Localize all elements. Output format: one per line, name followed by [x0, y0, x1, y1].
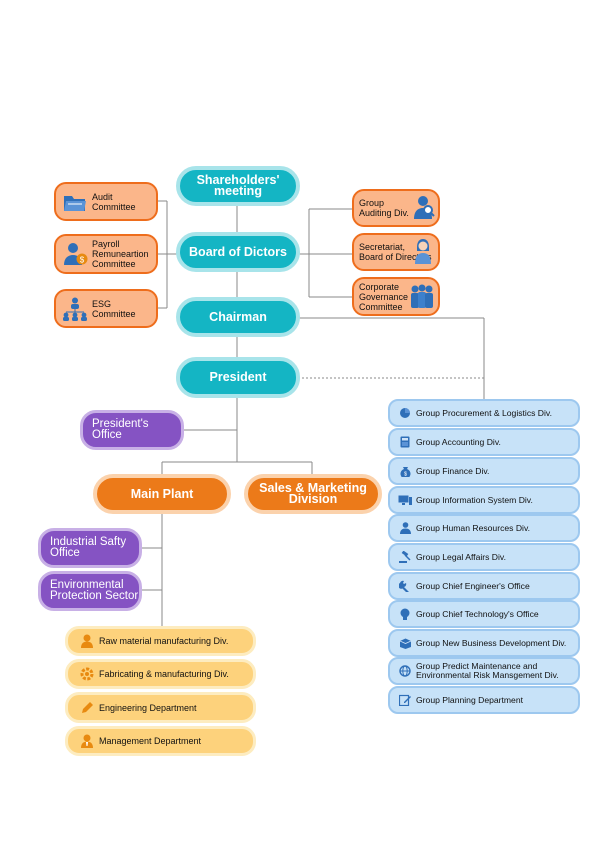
group-division-predict-maintenance: Group Predict Maintenance and Environmen…: [388, 657, 580, 685]
plant-division-management: Management Department: [65, 726, 256, 756]
secretary-woman-icon: [414, 238, 432, 266]
group-division-planning: Group Planning Department: [388, 686, 580, 714]
chairman-label: Chairman: [209, 309, 267, 324]
main-plant-label: Main Plant: [130, 486, 194, 501]
sales-marketing-label: Sales & Marketing Division: [259, 481, 367, 506]
main-plant-box: Main Plant: [93, 474, 231, 514]
group-division-human-resources: Group Human Resources Div.: [388, 514, 580, 542]
gavel-icon: [398, 551, 412, 563]
shareholders-meeting-label: Shareholders' meeting: [196, 173, 280, 198]
group-division-label: Group Human Resources Div.: [416, 522, 530, 533]
esg-committee-label: ESG Committee: [92, 298, 136, 319]
calculator-icon: [398, 436, 412, 448]
group-division-finance: $ Group Finance Div.: [388, 457, 580, 485]
industrial-safety-office-box: Industrial Safty Office: [38, 528, 142, 568]
group-auditing-label: Group Auditing Div.: [359, 198, 409, 218]
group-division-procurement: Group Procurement & Logistics Div.: [388, 399, 580, 427]
president-box: President: [176, 357, 300, 398]
presidents-office-label: President's Office: [92, 418, 149, 441]
group-division-label: Group Finance Div.: [416, 465, 490, 476]
box-icon: [398, 638, 412, 649]
group-division-label: Group Legal Affairs Div.: [416, 551, 506, 562]
president-label: President: [209, 370, 267, 384]
folder-icon: [60, 192, 90, 212]
lightbulb-icon: [398, 608, 412, 621]
manager-icon: [78, 734, 96, 748]
industrial-safety-office-label: Industrial Safty Office: [50, 536, 127, 559]
group-division-information-system: Group Information System Div.: [388, 486, 580, 514]
plant-division-label: Raw material manufacturing Div.: [99, 636, 229, 646]
audit-committee-box: Audit Committee: [54, 182, 158, 221]
secretariat-box: Secretariat, Board of Directors: [352, 233, 440, 271]
board-of-directors-box: Board of Dictors: [176, 232, 300, 272]
wrench-icon: [398, 580, 412, 592]
board-of-directors-label: Board of Dictors: [189, 244, 287, 259]
group-division-accounting: Group Accounting Div.: [388, 428, 580, 456]
group-division-label: Group New Business Development Div.: [416, 637, 567, 648]
presidents-office-box: President's Office: [80, 410, 184, 450]
group-division-legal-affairs: Group Legal Affairs Div.: [388, 543, 580, 571]
group-division-new-business: Group New Business Development Div.: [388, 629, 580, 657]
magnifier-person-icon: [413, 195, 435, 221]
payroll-person-icon: $: [60, 242, 90, 266]
computer-icon: [398, 495, 412, 506]
payroll-committee-label: Payroll Remuneartion Committee: [92, 239, 149, 269]
plant-division-raw-material: Raw material manufacturing Div.: [65, 626, 256, 656]
svg-text:$: $: [80, 256, 85, 265]
chairman-box: Chairman: [176, 297, 300, 337]
sales-marketing-box: Sales & Marketing Division: [244, 474, 382, 514]
group-division-label: Group Information System Div.: [416, 494, 533, 505]
group-division-label: Group Procurement & Logistics Div.: [416, 407, 552, 418]
money-bag-icon: $: [398, 465, 412, 477]
plant-division-label: Management Department: [99, 736, 202, 746]
shareholders-meeting-box: Shareholders' meeting: [176, 166, 300, 206]
person-icon: [398, 522, 412, 534]
group-division-chief-technology: Group Chief Technology's Office: [388, 600, 580, 628]
gear-icon: [78, 667, 96, 681]
group-auditing-box: Group Auditing Div.: [352, 189, 440, 227]
group-division-label: Group Chief Technology's Office: [416, 608, 539, 619]
payroll-committee-box: $ Payroll Remuneartion Committee: [54, 234, 158, 274]
worker-icon: [78, 634, 96, 648]
org-people-icon: [60, 297, 90, 321]
plant-division-engineering: Engineering Department: [65, 692, 256, 723]
group-division-label: Group Predict Maintenance and Environmen…: [416, 661, 559, 680]
pencil-icon: [78, 701, 96, 715]
corporate-governance-box: Corporate Governance Committee: [352, 277, 440, 316]
group-division-label: Group Planning Department: [416, 694, 524, 705]
environmental-protection-box: Environmental Protection Sector: [38, 571, 142, 611]
plant-division-fabricating: Fabricating & manufacturing Div.: [65, 659, 256, 689]
environmental-protection-label: Environmental Protection Sector: [50, 579, 139, 602]
pie-chart-icon: [398, 407, 412, 419]
globe-icon: [398, 665, 412, 677]
secretariat-label: Secretariat, Board of Directors: [359, 242, 432, 262]
document-edit-icon: [398, 694, 412, 706]
plant-division-label: Fabricating & manufacturing Div.: [99, 669, 229, 679]
group-division-label: Group Accounting Div.: [416, 436, 501, 447]
group-division-chief-engineer: Group Chief Engineer's Office: [388, 572, 580, 600]
plant-division-label: Engineering Department: [99, 702, 197, 713]
corporate-governance-label: Corporate Governance Committee: [359, 281, 409, 312]
group-division-label: Group Chief Engineer's Office: [416, 580, 530, 591]
svg-text:$: $: [403, 472, 406, 478]
esg-committee-box: ESG Committee: [54, 289, 158, 328]
audit-committee-label: Audit Committee: [92, 191, 136, 212]
group-people-icon: [409, 284, 435, 310]
